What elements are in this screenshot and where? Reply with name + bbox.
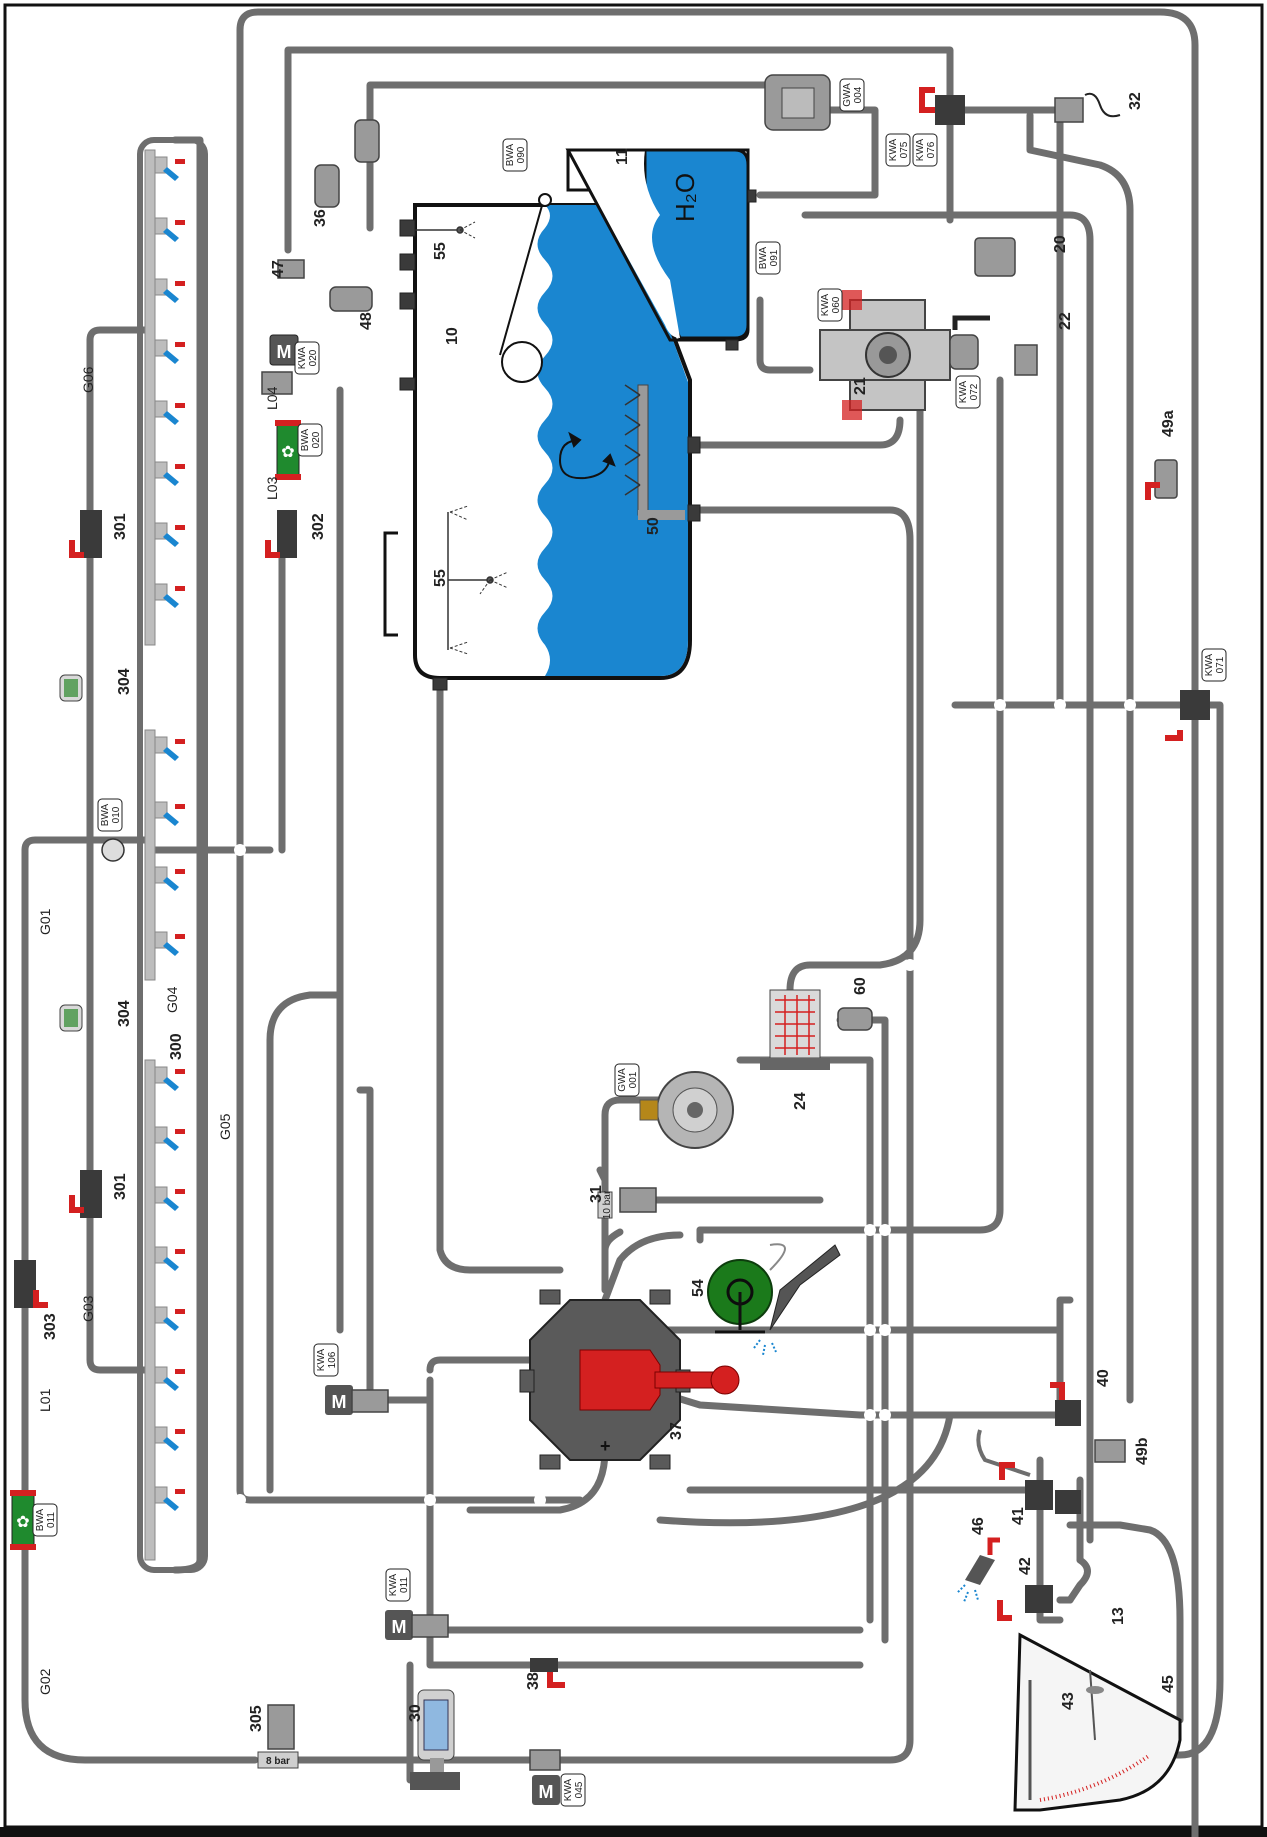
boom-nozzle bbox=[154, 339, 185, 364]
gwa-004-device bbox=[764, 74, 831, 131]
spray-nozzle-46 bbox=[956, 1537, 1000, 1603]
boom-nozzle bbox=[154, 1186, 185, 1211]
pressure-8bar bbox=[257, 1751, 299, 1769]
main-tank bbox=[383, 193, 701, 691]
level-switch-32 bbox=[1054, 92, 1121, 123]
svg-text:✿: ✿ bbox=[281, 444, 294, 461]
check-valve-60 bbox=[837, 1007, 873, 1031]
valve-303 bbox=[14, 1260, 48, 1308]
boom-nozzle bbox=[154, 1306, 185, 1331]
hose-reel-54 bbox=[707, 1243, 786, 1334]
nozzle-list bbox=[154, 156, 185, 1511]
drain-connector-22 bbox=[1014, 344, 1038, 376]
suction-filter-30 bbox=[410, 1689, 460, 1790]
connector-49a bbox=[1145, 459, 1178, 500]
svg-text:M: M bbox=[332, 1392, 347, 1412]
pipe-crossings bbox=[234, 699, 1136, 1671]
relief-valve-305 bbox=[267, 1704, 295, 1750]
boom-nozzle bbox=[154, 1066, 185, 1091]
boom-nozzle bbox=[154, 583, 185, 608]
float-ball bbox=[501, 341, 543, 383]
check-valve-36 bbox=[314, 119, 380, 208]
nozzle-boom bbox=[137, 137, 208, 1573]
check-valve-48 bbox=[329, 286, 373, 312]
flow-sensor-bwa-011: ✿ bbox=[10, 1490, 36, 1550]
motor-valve-kwa-106: M bbox=[325, 1385, 389, 1415]
cross-valve-kwa-071 bbox=[1165, 690, 1210, 741]
pressure-filter-24 bbox=[760, 989, 830, 1070]
tank-water bbox=[537, 205, 688, 676]
agitator-icon bbox=[558, 431, 616, 480]
valve-42 bbox=[997, 1585, 1053, 1621]
flow-sensor-bwa-020: ✿ bbox=[275, 420, 301, 480]
boom-nozzle bbox=[154, 801, 185, 826]
svg-text:✿: ✿ bbox=[16, 1514, 29, 1531]
spray-bar bbox=[637, 384, 649, 516]
motor-valve-kwa-020: M bbox=[261, 334, 299, 395]
svg-text:M: M bbox=[392, 1617, 407, 1637]
pipe-network bbox=[21, 8, 1224, 1837]
boom-nozzle bbox=[154, 217, 185, 242]
fitting-47 bbox=[277, 259, 305, 279]
clean-water-tank bbox=[565, 148, 757, 351]
svg-text:8 bar: 8 bar bbox=[266, 1756, 290, 1767]
boom-nozzle bbox=[154, 866, 185, 891]
bottom-bar bbox=[0, 1827, 1267, 1837]
boom-nozzle bbox=[154, 1126, 185, 1151]
boom-nozzle bbox=[154, 1246, 185, 1271]
valve-302 bbox=[265, 510, 297, 558]
valve-40 bbox=[1050, 1382, 1081, 1426]
motor-valve-kwa-011: M bbox=[385, 1610, 449, 1640]
relief-valve-31 bbox=[597, 1187, 657, 1219]
connector-49b bbox=[1094, 1439, 1126, 1463]
multiway-valve-21 bbox=[819, 290, 990, 420]
motor-valve-kwa-045: M bbox=[529, 1749, 561, 1805]
boom-nozzle bbox=[154, 156, 185, 181]
boom-nozzle bbox=[154, 461, 185, 486]
valve-301-upper bbox=[69, 510, 102, 558]
boom-nozzle bbox=[154, 1366, 185, 1391]
induction-hopper-13 bbox=[1013, 1632, 1182, 1812]
hydraulic-motor-gwa-001 bbox=[639, 1071, 734, 1149]
svg-text:M: M bbox=[539, 1782, 554, 1802]
svg-text:10 bar: 10 bar bbox=[602, 1190, 613, 1219]
spray-gun-icon bbox=[753, 1244, 841, 1356]
boom-nozzle bbox=[154, 1426, 185, 1451]
main-pump-37 bbox=[519, 1289, 740, 1470]
boom-nozzle bbox=[154, 1486, 185, 1511]
boom-nozzle bbox=[154, 736, 185, 761]
cross-valve-kwa-075 bbox=[919, 87, 965, 125]
fill-connector-20 bbox=[974, 237, 1016, 277]
boom-nozzle bbox=[154, 400, 185, 425]
boom-nozzle bbox=[154, 931, 185, 956]
valve-38 bbox=[530, 1658, 565, 1688]
valve-301-lower bbox=[69, 1170, 102, 1218]
boom-nozzle bbox=[154, 278, 185, 303]
pressure-gauge-bwa-010 bbox=[101, 838, 125, 862]
valve-41 bbox=[999, 1462, 1081, 1514]
rinse-nozzles bbox=[415, 226, 494, 650]
boom-nozzle bbox=[154, 522, 185, 547]
filter-304-upper bbox=[59, 674, 83, 702]
filter-304-lower bbox=[59, 1004, 83, 1032]
svg-text:M: M bbox=[277, 342, 292, 362]
